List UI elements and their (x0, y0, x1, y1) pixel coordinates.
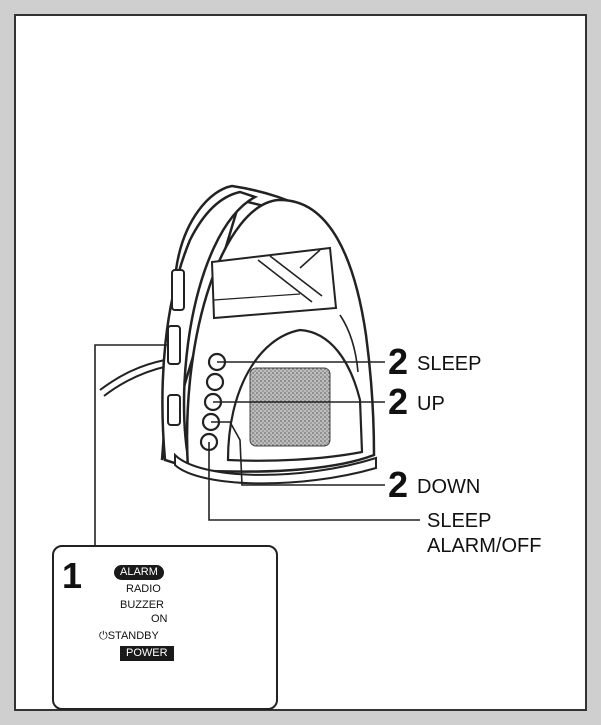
power-switch (167, 325, 181, 365)
on-label: ON (151, 613, 168, 625)
callout-sleep-label: SLEEP (417, 353, 482, 375)
leader-down (211, 421, 385, 486)
callout-down-number: 2 (388, 464, 409, 505)
callout-up-label: UP (417, 393, 445, 415)
display-window (210, 246, 338, 320)
callout-sleep-alarm-off-line1: SLEEP (427, 510, 492, 532)
power-icon: ⏻ (99, 630, 108, 642)
callout-sleep-alarm-off-line2: ALARM/OFF (427, 535, 542, 557)
inset-step-number: 1 (62, 555, 83, 596)
leader-sleep-alarm-off (208, 442, 420, 521)
power-tag: POWER (120, 646, 174, 661)
power-switch-inset (52, 545, 278, 710)
speaker-grille (249, 367, 331, 447)
callout-down-label: DOWN (417, 476, 481, 498)
buzzer-label: BUZZER (120, 599, 164, 611)
callout-up-number: 2 (388, 381, 409, 422)
button-2 (205, 372, 225, 392)
standby-label: ⏻STANDBY (99, 630, 159, 642)
callout-sleep-number: 2 (388, 341, 409, 382)
leader-power-switch (94, 344, 168, 548)
alarm-tag: ALARM (114, 565, 164, 580)
power-cord (99, 359, 166, 391)
radio-label: RADIO (126, 583, 161, 595)
